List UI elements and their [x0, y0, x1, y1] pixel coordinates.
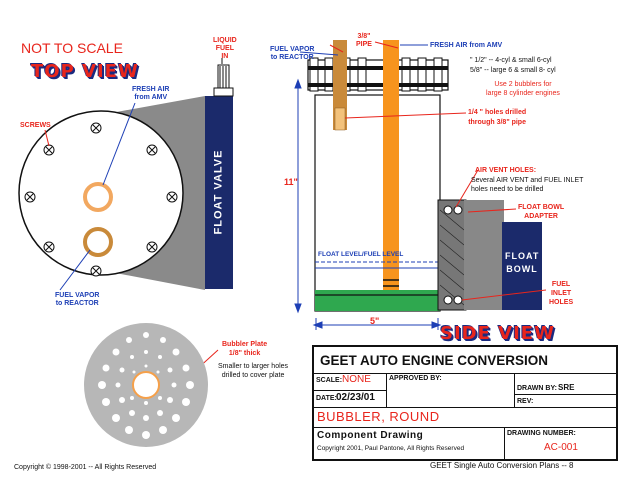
top-view-air-pipe: [83, 182, 113, 212]
top-view-vapor-pipe: [83, 227, 113, 257]
side-view-canister: [314, 94, 441, 312]
height-dimension: 11": [284, 177, 298, 187]
side-view-bubbler-plate: [315, 290, 440, 311]
top-view-title: TOP VIEW: [31, 61, 139, 82]
fresh-air-side-label: FRESH AIR from AMV: [430, 42, 503, 49]
drawing-number-label: DRAWING NUMBER:: [507, 430, 576, 437]
drawn-by-label: DRAWN BY:: [517, 385, 557, 392]
title-block: GEET AUTO ENGINE CONVERSION SCALE: NONE …: [312, 345, 618, 461]
screw-icons: [24, 122, 178, 277]
scale-value: NONE: [342, 374, 371, 385]
approved-by-label: APPROVED BY:: [389, 375, 442, 382]
side-view-air-pipe: [383, 40, 399, 290]
air-vent-holes-title: AIR VENT HOLES:: [475, 167, 537, 174]
plans-footer: GEET Single Auto Conversion Plans -- 8: [430, 461, 574, 470]
float-valve-body: [205, 96, 233, 289]
drawn-by-value: SRE: [558, 383, 575, 392]
float-bowl: [502, 222, 542, 310]
title-block-title: GEET AUTO ENGINE CONVERSION: [320, 353, 549, 368]
screws-label: SCREWS: [20, 122, 51, 129]
float-level-label: FLOAT LEVEL/FUEL LEVEL: [318, 251, 404, 258]
copyright-footer: Copyright © 1998-2001 -- All Rights Rese…: [14, 464, 157, 471]
title-block-copyright: Copyright 2001, Paul Pantone, All Rights…: [317, 445, 465, 452]
drawing-number: AC-001: [544, 442, 578, 453]
top-view-leader-lines: [59, 58, 223, 291]
float-bowl-adapter: [437, 199, 467, 311]
dimension-lines: [294, 78, 442, 330]
date-value: 02/23/01: [336, 392, 375, 403]
side-view-title: SIDE VIEW: [440, 323, 555, 344]
side-view-vapor-pipe: [333, 40, 347, 130]
date-label: DATE:: [316, 395, 337, 402]
part-name: BUBBLER, ROUND: [317, 409, 440, 424]
scale-label: SCALE:: [316, 377, 343, 384]
width-dimension: 5": [370, 316, 380, 326]
float-valve-label: FLOAT VALVE: [212, 149, 225, 235]
rev-label: REV:: [517, 398, 534, 405]
pipe-size-label: 3/8"PIPE: [356, 33, 372, 48]
component-drawing-label: Component Drawing: [317, 430, 424, 441]
bubbler-plate-holes: [98, 332, 194, 439]
not-to-scale-label: NOT TO SCALE: [21, 40, 123, 56]
